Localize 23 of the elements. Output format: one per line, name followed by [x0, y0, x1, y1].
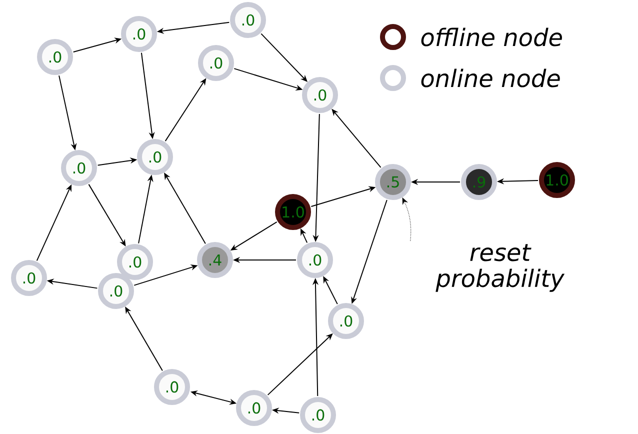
graph-node: .0 [300, 396, 336, 433]
graph-node: .5 [375, 164, 411, 200]
graph-node: .0 [198, 45, 234, 81]
legend-text: offline node [421, 28, 562, 46]
graph-node: 1.0 [275, 194, 311, 230]
graph-node: .9 [461, 164, 497, 200]
graph-node: .4 [197, 242, 233, 278]
graph-node: .0 [61, 150, 97, 186]
graph-node: .0 [37, 39, 73, 75]
graph-node: .0 [328, 303, 364, 339]
graph-node: .0 [302, 77, 338, 113]
graph-node: .0 [121, 16, 157, 52]
graph-node: .0 [297, 242, 333, 278]
graph-node: .0 [11, 260, 47, 296]
graph-node: .0 [117, 244, 153, 280]
graph-node: .0 [98, 272, 134, 309]
graph-node: .0 [154, 368, 190, 405]
graph-node: .0 [236, 390, 272, 426]
graph-node: .0 [230, 2, 266, 38]
graph-node: 1.0 [539, 162, 575, 198]
legend-text: online node [421, 68, 560, 88]
annotation-text: reset probability [436, 244, 565, 292]
graph-node: .0 [137, 139, 173, 175]
